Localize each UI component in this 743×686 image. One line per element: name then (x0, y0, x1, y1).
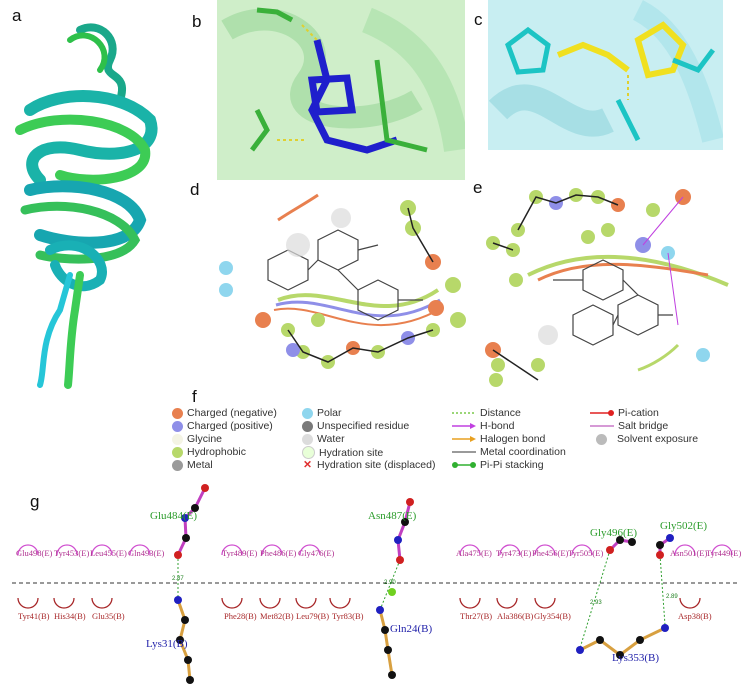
residue-label: Phe28(B) (224, 611, 257, 621)
residue-label: Ala386(B) (497, 611, 534, 621)
arrow-icon (452, 436, 476, 442)
ligplot-graphics: 2.87 2.90 2.93 2.89 (12, 484, 740, 684)
residue-label: Leu455(E) (90, 548, 127, 558)
legend-distance: Distance (452, 407, 521, 419)
legend-charged-negative: Charged (negative) (172, 407, 277, 419)
residue-label: Tyr473(E) (496, 548, 532, 558)
legend-swatch-icon (302, 446, 315, 459)
line-icon (452, 451, 476, 453)
legend-swatch-icon (302, 433, 313, 445)
docking-pose-image-c (488, 0, 723, 150)
residue-label: Tyr449(E) (706, 548, 742, 558)
residue-label: Tyr489(E) (222, 548, 258, 558)
residue-label: Asn501(E) (670, 548, 708, 558)
legend-hydration-displaced: ✕ Hydration site (displaced) (303, 459, 436, 471)
legend-polar: Polar (302, 407, 342, 419)
distance-label: 2.89 (666, 594, 678, 600)
legend-swatch-icon (172, 459, 183, 471)
bonded-residue-label: Lys31(B) (146, 638, 188, 650)
interaction-diagram-e (485, 188, 729, 387)
legend-swatch-icon (172, 446, 183, 458)
residue-label: Tyr453(E) (54, 548, 90, 558)
legend-swatch-icon (596, 433, 607, 445)
legend-swatch-icon (172, 420, 183, 432)
residue-label: Gly354(B) (534, 611, 571, 621)
legend-halogen-bond: Halogen bond (452, 433, 545, 445)
interaction-diagram-d (219, 193, 466, 369)
residue-label: Gln493(E) (128, 548, 165, 558)
residue-label: Phe486(E) (260, 548, 297, 558)
residue-label: His34(B) (54, 611, 86, 621)
legend-metal-coordination: Metal coordination (452, 446, 566, 458)
legend-solvent-exposure: Solvent exposure (590, 433, 698, 445)
docking-pose-image-b (217, 0, 465, 180)
residue-label: Tyr505(E) (568, 548, 604, 558)
dashed-line-icon (452, 412, 476, 414)
legend-swatch-icon (302, 407, 313, 419)
residue-label: Leu79(B) (296, 611, 330, 621)
distance-label: 2.90 (384, 580, 396, 586)
distance-label: 2.93 (590, 600, 602, 606)
panel-letter-g: g (30, 492, 40, 511)
legend-hydrophobic: Hydrophobic (172, 446, 246, 458)
legend-unspecified: Unspecified residue (302, 420, 409, 432)
residue-label: Gly476(E) (298, 548, 335, 558)
residue-label: Met82(B) (260, 611, 294, 621)
residue-label: Tyr83(B) (332, 611, 364, 621)
ligplot-diagram: 2.87 2.90 2.93 2.89 Glu498(E) Tyr453(E) … (0, 480, 743, 686)
bonded-residue-label: Gly502(E) (660, 520, 708, 532)
arrow-icon (452, 423, 476, 429)
panel-letter-e: e (473, 178, 483, 197)
panel-letter-f: f (192, 387, 197, 406)
line-icon (590, 425, 614, 427)
residue-label: Glu498(E) (16, 548, 53, 558)
dot-line-icon (452, 462, 476, 468)
legend-pi-pi-stacking: Pi-Pi stacking (452, 459, 544, 471)
legend-hbond: H-bond (452, 420, 514, 432)
residue-label: Phe456(E) (532, 548, 569, 558)
panel-letter-d: d (190, 180, 200, 199)
residue-label: Tyr41(B) (18, 611, 50, 621)
dot-line-icon (590, 410, 614, 416)
panel-letter-a: a (12, 6, 22, 25)
panel-letter-c: c (474, 10, 483, 29)
legend-hydration-site: Hydration site (302, 446, 383, 459)
legend-swatch-icon (302, 420, 313, 432)
residue-label: Glu35(B) (92, 611, 125, 621)
bonded-residue-label: Gln24(B) (390, 623, 433, 635)
legend-metal: Metal (172, 459, 213, 471)
legend-glycine: Glycine (172, 433, 222, 445)
legend-salt-bridge: Salt bridge (590, 420, 668, 432)
legend-charged-positive: Charged (positive) (172, 420, 273, 432)
cross-icon: ✕ (303, 459, 312, 471)
residue-label: Ala475(E) (456, 548, 492, 558)
residue-label: Asp38(B) (678, 611, 712, 621)
legend: Charged (negative) Charged (positive) Gl… (172, 405, 732, 473)
legend-swatch-icon (172, 433, 183, 445)
bonded-residue-label: Glu484(E) (150, 510, 198, 522)
distance-label: 2.87 (172, 576, 184, 582)
legend-water: Water (302, 433, 345, 445)
bonded-residue-label: Gly496(E) (590, 527, 638, 539)
panel-letter-b: b (192, 12, 202, 31)
bonded-residue-label: Asn487(E) (368, 510, 417, 522)
residue-label: Thr27(B) (460, 611, 493, 621)
protein-structure-image (15, 23, 158, 389)
legend-swatch-icon (172, 407, 183, 419)
legend-pi-cation: Pi-cation (590, 407, 659, 419)
bonded-residue-label: Lys353(B) (612, 652, 660, 664)
